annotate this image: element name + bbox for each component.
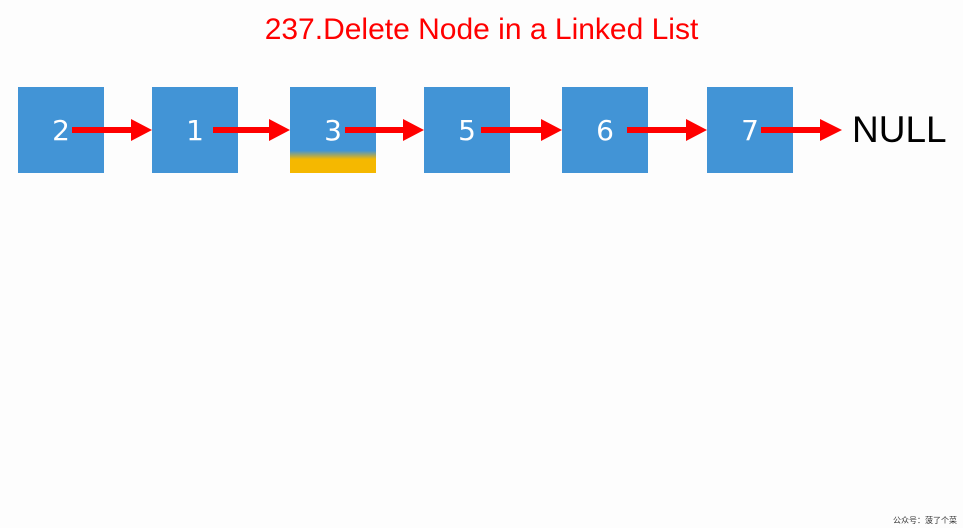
node-value: 2 <box>52 113 70 147</box>
list-node-target: 3 <box>290 87 376 173</box>
list-node: 5 <box>424 87 510 173</box>
node-value: 3 <box>324 113 342 147</box>
node-value: 1 <box>186 113 204 147</box>
watermark: 公众号：菠了个菜 <box>893 516 957 525</box>
list-node: 1 <box>152 87 238 173</box>
page-title: 237.Delete Node in a Linked List <box>264 13 699 46</box>
node-value: 7 <box>741 113 759 147</box>
null-terminal: NULL <box>852 109 947 150</box>
node-value: 6 <box>596 113 614 147</box>
list-node: 6 <box>562 87 648 173</box>
list-node: 7 <box>707 87 793 173</box>
list-node: 2 <box>18 87 104 173</box>
node-value: 5 <box>458 113 476 147</box>
